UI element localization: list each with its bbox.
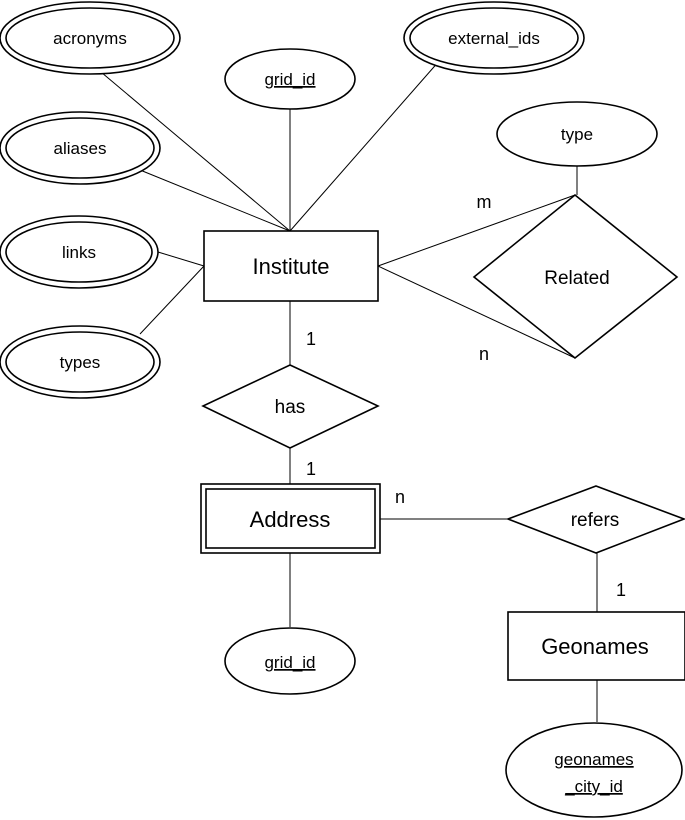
line-external-ids-institute <box>289 59 441 232</box>
relationship-related: Related <box>472 193 679 360</box>
attribute-aliases: aliases <box>0 111 161 185</box>
attribute-links: links <box>0 215 159 289</box>
cardinalities: m n 1 1 n 1 <box>306 192 626 600</box>
cardinality-refers-geonames: 1 <box>616 580 626 600</box>
relationship-has: has <box>201 364 380 449</box>
line-types-institute <box>139 265 205 335</box>
entity-geonames-label: Geonames <box>541 634 649 659</box>
attribute-type-label: type <box>561 125 593 144</box>
cardinality-has-institute: 1 <box>306 329 316 349</box>
entity-institute: Institute <box>203 230 379 302</box>
entity-institute-label: Institute <box>252 254 329 279</box>
attribute-institute-grid-id: grid_id <box>224 48 356 110</box>
attribute-geonames-city-id-line2: _city_id <box>564 777 623 796</box>
line-institute-related-m <box>377 194 576 267</box>
line-aliases-institute <box>139 169 291 232</box>
attribute-address-grid-id-label: grid_id <box>264 653 315 672</box>
attribute-aliases-label: aliases <box>54 139 107 158</box>
entity-geonames: Geonames <box>507 611 685 681</box>
entity-address-label: Address <box>250 507 331 532</box>
attribute-institute-grid-id-label: grid_id <box>264 70 315 89</box>
cardinality-related-m: m <box>477 192 492 212</box>
attribute-geonames-city-id-line1: geonames <box>554 750 633 769</box>
cardinality-related-n: n <box>479 344 489 364</box>
attribute-types-label: types <box>60 353 101 372</box>
attribute-links-label: links <box>62 243 96 262</box>
attribute-geonames-city-id: geonames _city_id <box>505 722 683 818</box>
attribute-external-ids-label: external_ids <box>448 29 540 48</box>
cardinality-has-address: 1 <box>306 459 316 479</box>
entity-address: Address <box>200 483 381 554</box>
relationship-refers: refers <box>505 485 685 554</box>
line-acronyms-institute <box>94 66 291 232</box>
attribute-acronyms: acronyms <box>0 1 181 75</box>
cardinality-refers-address: n <box>395 487 405 507</box>
relationship-related-label: Related <box>544 268 610 289</box>
relationship-refers-label: refers <box>571 510 620 531</box>
attribute-type: type <box>496 101 658 167</box>
line-links-institute <box>157 251 205 267</box>
connectors <box>94 59 598 722</box>
line-institute-related-n <box>377 265 576 359</box>
attribute-external-ids: external_ids <box>403 1 585 75</box>
attribute-types: types <box>0 325 161 399</box>
attribute-acronyms-label: acronyms <box>53 29 127 48</box>
attribute-address-grid-id: grid_id <box>224 627 356 695</box>
relationship-has-label: has <box>275 397 306 418</box>
